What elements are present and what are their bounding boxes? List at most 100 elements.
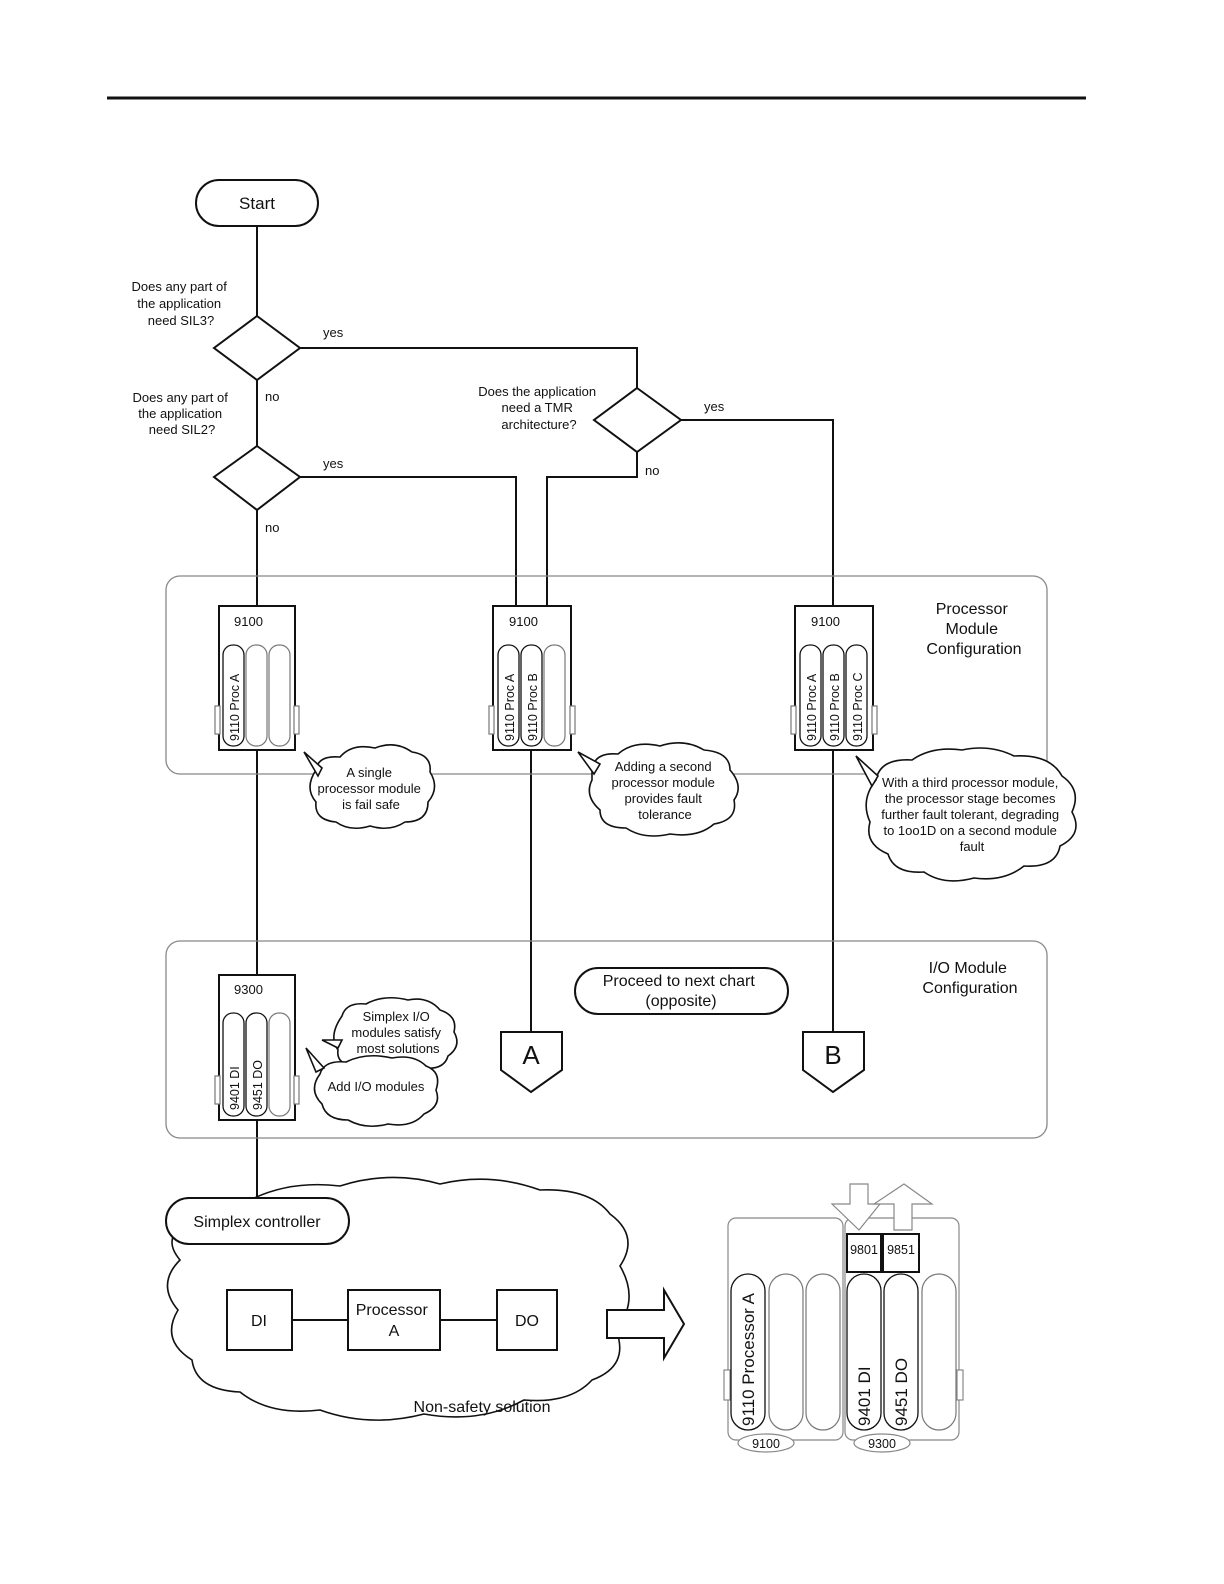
processor-section: Processor Module Configuration <box>165 575 1048 775</box>
connector-b: B <box>802 1031 865 1094</box>
tmr-question-line1: Does the application <box>478 384 596 399</box>
assembly-base-9300-label: 9300 <box>868 1437 896 1451</box>
callout-line: Adding a second <box>615 759 712 774</box>
sil2-yes-label: yes <box>323 456 344 471</box>
processor-section-title-line2: Module <box>946 621 999 638</box>
sil2-question-line1: Does any part of <box>132 390 228 405</box>
svg-text:With a third processor module,: With a third processor module, the proce… <box>881 775 1062 854</box>
svg-text:Does any part of the app: Does any part of the application need SI… <box>132 390 231 437</box>
base-label: 9100 <box>234 614 263 629</box>
tmr-question-line2: need a TMR <box>502 400 573 415</box>
tmr-no-label: no <box>645 463 659 478</box>
base-9100-single: 9100 9110 Proc A <box>214 605 300 751</box>
io-section-title-line2: Configuration <box>922 980 1017 997</box>
connector-a: A <box>500 1031 563 1094</box>
module-label: 9110 Proc C <box>851 672 865 741</box>
connector-a-label: A <box>522 1040 540 1070</box>
svg-text:Adding a second processo: Adding a second processor module provide… <box>612 759 719 822</box>
start-label: Start <box>239 194 275 213</box>
connector-b-label: B <box>824 1040 841 1070</box>
module-label: 9110 Proc B <box>828 673 842 741</box>
callout-line: processor module <box>612 775 715 790</box>
flow-lines <box>256 226 834 1198</box>
svg-text:A single processor modul: A single processor module is fail safe <box>318 765 425 812</box>
io-section-title-line1: I/O Module <box>929 960 1007 977</box>
callout-second-processor: Adding a second processor module provide… <box>577 742 739 837</box>
svg-text:Proceed to next chart (o: Proceed to next chart (opposite) <box>603 973 760 1010</box>
callout-line: With a third processor module, <box>882 775 1058 790</box>
assembled-controller: 9801 9851 9110 Processor A 9401 DI 9451 … <box>723 1183 964 1453</box>
sil3-yes-label: yes <box>323 325 344 340</box>
terminal-9851-label: 9851 <box>887 1243 915 1257</box>
non-safety-caption: Non-safety solution <box>414 1399 551 1416</box>
assembly-di-label: 9401 DI <box>855 1366 874 1426</box>
callout-line: the processor stage becomes <box>885 791 1056 806</box>
proceed-note: Proceed to next chart (opposite) <box>574 967 789 1015</box>
output-arrow-icon <box>872 1183 934 1231</box>
callout-line: modules satisfy <box>351 1025 441 1040</box>
sil3-question-line3: need SIL3? <box>148 313 215 328</box>
module-label: 9110 Proc B <box>526 673 540 741</box>
callout-line: provides fault <box>625 791 703 806</box>
svg-text:Does the application nee: Does the application need a TMR architec… <box>478 384 599 432</box>
base-9100-dual: 9100 9110 Proc A 9110 Proc B <box>488 605 576 751</box>
processor-section-title-line1: Processor <box>936 601 1009 618</box>
callout-line: tolerance <box>638 807 691 822</box>
svg-text:Processor A: Processor A <box>356 1302 432 1340</box>
module-label: 9401 DI <box>228 1066 242 1110</box>
callout-line: further fault tolerant, degrading <box>881 807 1059 822</box>
assembly-do-label: 9451 DO <box>892 1358 911 1426</box>
sil3-question-line1: Does any part of <box>131 279 227 294</box>
base-label: 9300 <box>234 982 263 997</box>
module-label: 9110 Proc A <box>503 673 517 741</box>
do-block-label: DO <box>515 1313 539 1330</box>
callout-line: most solutions <box>356 1041 440 1056</box>
processor-block-line2: A <box>389 1323 400 1340</box>
tmr-question-line3: architecture? <box>501 417 576 432</box>
simplex-controller: Simplex controller <box>165 1197 350 1245</box>
callout-add-io: Add I/O modules <box>305 1047 439 1128</box>
processor-section-title-line3: Configuration <box>926 641 1021 658</box>
proceed-line1: Proceed to next chart <box>603 973 756 990</box>
callout-line: A single <box>346 765 392 780</box>
svg-text:Processor Module C: Processor Module Configuration <box>926 601 1021 658</box>
sil2-question-line2: the application <box>138 406 222 421</box>
tmr-yes-label: yes <box>704 399 725 414</box>
sil2-no-label: no <box>265 520 279 535</box>
sil2-question-line3: need SIL2? <box>149 422 216 437</box>
base-label: 9100 <box>811 614 840 629</box>
input-arrow-icon <box>830 1183 882 1231</box>
decision-sil3: Does any part of the application need SI… <box>131 279 343 404</box>
callout-line: processor module <box>318 781 421 796</box>
io-section: I/O Module Configuration <box>165 940 1048 1139</box>
simplex-controller-label: Simplex controller <box>193 1214 321 1231</box>
assembly-base-9100-label: 9100 <box>752 1437 780 1451</box>
base-9100-tmr: 9100 9110 Proc A 9110 Proc B 9110 Proc C <box>790 605 878 751</box>
proceed-line2: (opposite) <box>645 993 716 1010</box>
start-terminator: Start <box>195 179 319 227</box>
svg-text:Simplex I/O modules sati: Simplex I/O modules satisfy most solutio… <box>351 1009 444 1056</box>
callout-line: Simplex I/O <box>363 1009 430 1024</box>
callout-line: is fail safe <box>342 797 400 812</box>
svg-text:Does any part of the app: Does any part of the application need SI… <box>131 279 230 328</box>
decision-tmr: Does the application need a TMR architec… <box>478 384 724 478</box>
processor-block-line1: Processor <box>356 1302 429 1319</box>
terminal-9801-label: 9801 <box>850 1243 878 1257</box>
callout-third-processor: With a third processor module, the proce… <box>855 747 1077 882</box>
module-label: 9110 Proc A <box>805 673 819 741</box>
callout-line: fault <box>960 839 985 854</box>
sil3-no-label: no <box>265 389 279 404</box>
assembly-processor-label: 9110 Processor A <box>739 1292 758 1426</box>
decision-sil2: Does any part of the application need SI… <box>132 390 343 535</box>
base-label: 9100 <box>509 614 538 629</box>
di-block <box>226 1289 293 1351</box>
callout-line: Add I/O modules <box>328 1079 425 1094</box>
module-label: 9110 Proc A <box>228 673 242 741</box>
right-arrow-icon <box>606 1286 686 1362</box>
do-block <box>496 1289 558 1351</box>
non-safety-blocks: DI Processor A DO Non-safety solution <box>226 1289 558 1416</box>
callout-single-processor: A single processor module is fail safe <box>303 744 436 830</box>
module-label: 9451 DO <box>251 1060 265 1110</box>
sil3-question-line2: the application <box>137 296 221 311</box>
